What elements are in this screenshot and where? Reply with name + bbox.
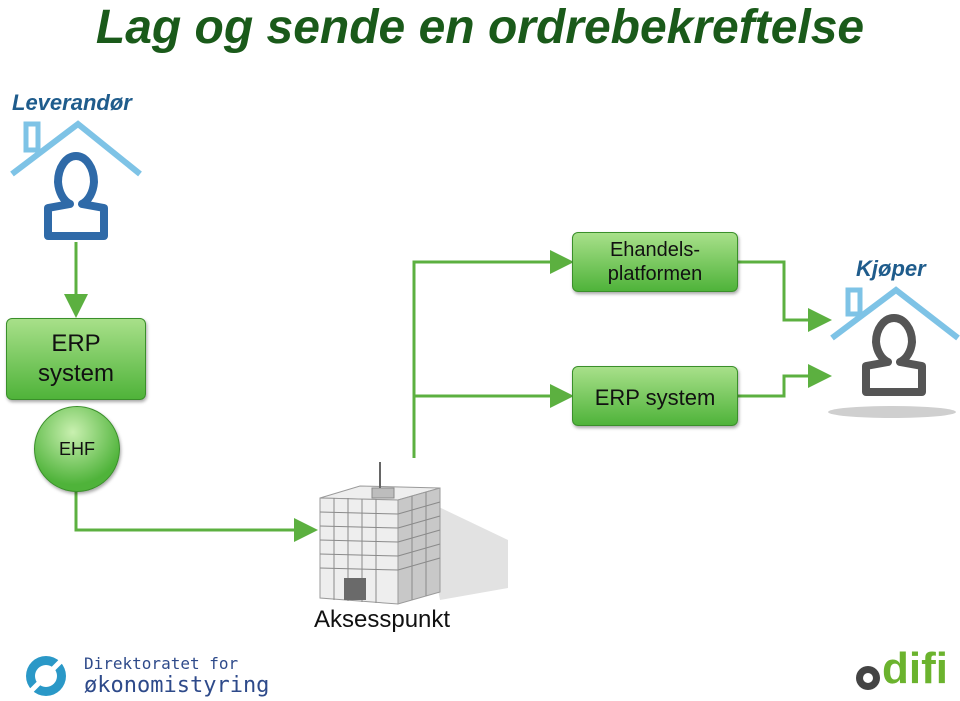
- ehandel-line2: platformen: [607, 263, 703, 285]
- erp-system-right-box: ERP system: [572, 366, 738, 426]
- ehandel-line1: Ehandels-: [609, 239, 701, 261]
- dfo-logo-text-line1: Direktoratet for: [84, 654, 239, 673]
- supplier-house-icon: [10, 120, 142, 177]
- ehandel-to-buyer-arrow: [738, 260, 832, 332]
- supplier-label: Leverandør: [12, 90, 132, 115]
- building-icon: [319, 462, 508, 605]
- supplier-person-icon: [44, 152, 108, 240]
- ehandel-platform-box: Ehandels- platformen: [572, 232, 738, 292]
- buyer-shadow: [828, 406, 956, 418]
- ehf-circle: EHF: [34, 406, 120, 492]
- dfo-logo-text-line2: økonomistyring: [84, 673, 270, 698]
- erp-to-buyer-arrow: [738, 364, 832, 398]
- difi-logo-text: difi: [882, 644, 948, 693]
- erp-system-left-box: ERP system: [6, 318, 146, 400]
- ehf-to-accesspoint-arrow: [74, 490, 318, 542]
- buyer-person-icon: [862, 314, 926, 396]
- difi-logo-icon: [856, 666, 880, 690]
- accesspoint-to-ehandel-arrow: [412, 250, 574, 458]
- ehf-label: EHF: [59, 438, 95, 459]
- erp-left-line1: ERP: [51, 330, 101, 357]
- erp-left-line2: system: [37, 360, 114, 387]
- dfo-logo-icon: [26, 656, 66, 696]
- erp-right-label: ERP system: [594, 385, 716, 410]
- buyer-label: Kjøper: [856, 256, 926, 281]
- buyer-house-icon: [830, 286, 960, 341]
- page-title: Lag og sende en ordrebekreftelse: [95, 1, 865, 54]
- access-point-label: Aksesspunkt: [314, 606, 451, 633]
